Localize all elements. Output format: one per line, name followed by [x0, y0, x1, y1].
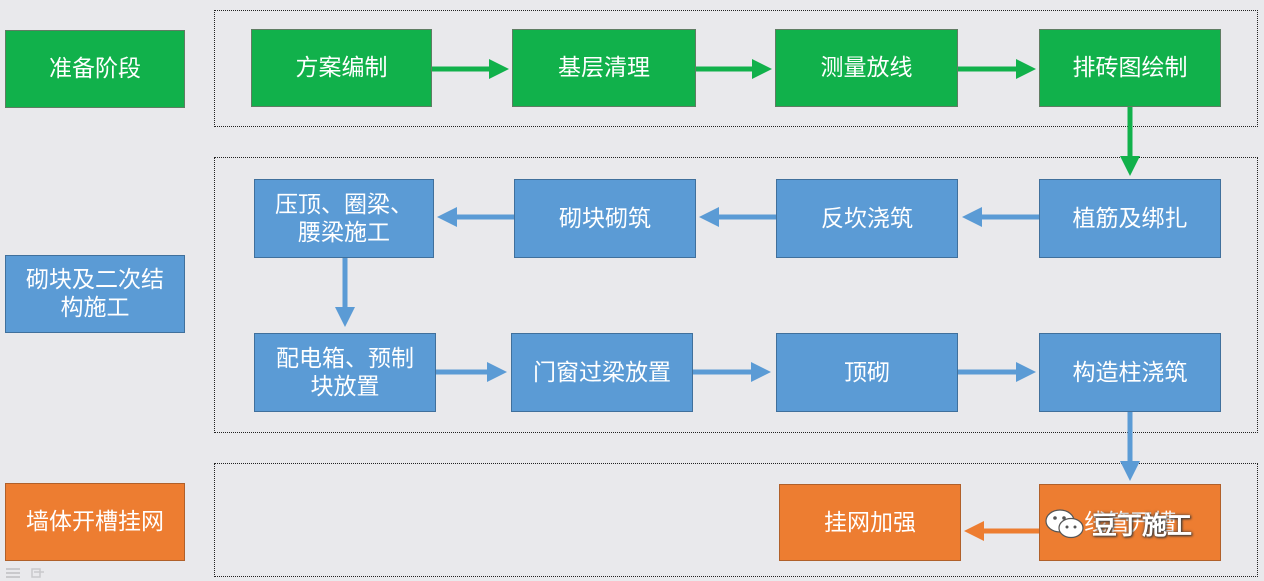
stage-frame-wall: [214, 463, 1258, 577]
step-distribution-box: 配电箱、预制块放置: [254, 333, 436, 412]
slide-nav-icon: [6, 568, 44, 578]
step-base-cleaning: 基层清理: [512, 29, 696, 107]
stage-frame-masonry: [214, 157, 1258, 433]
watermark-text: 豆丁施工: [1092, 511, 1193, 540]
step-plan: 方案编制: [251, 29, 432, 107]
step-survey: 测量放线: [775, 29, 958, 107]
step-mesh-reinforce: 挂网加强: [779, 484, 961, 561]
step-brick-layout: 排砖图绘制: [1039, 29, 1221, 107]
phase-label-masonry: 砌块及二次结构施工: [5, 255, 185, 333]
phase-label-wall: 墙体开槽挂网: [5, 483, 185, 561]
step-lintel: 门窗过梁放置: [511, 333, 693, 412]
step-rebar: 植筋及绑扎: [1039, 179, 1221, 258]
watermark: 豆丁施工: [1044, 500, 1192, 548]
step-curb-pour: 反坎浇筑: [776, 179, 958, 258]
step-block-masonry: 砌块砌筑: [514, 179, 696, 258]
phase-label-prep: 准备阶段: [5, 30, 185, 108]
wechat-icon: [1045, 509, 1084, 539]
step-column-pour: 构造柱浇筑: [1039, 333, 1221, 412]
step-coping-beam: 压顶、圈梁、腰梁施工: [254, 179, 434, 258]
stage-frame-prep: [214, 10, 1258, 127]
step-top-masonry: 顶砌: [776, 333, 958, 412]
